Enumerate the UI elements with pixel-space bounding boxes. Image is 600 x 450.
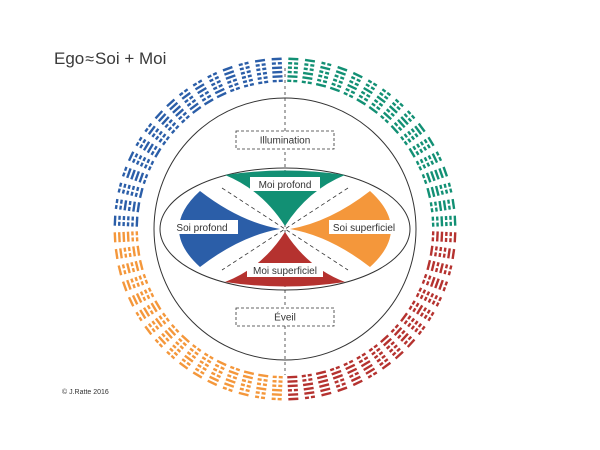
hexagram-mark — [390, 110, 416, 134]
moi-superficiel-label-bg — [247, 263, 323, 277]
hexagram-mark — [192, 79, 214, 106]
moi-profond-label-bg — [250, 177, 320, 191]
eveil-box — [235, 307, 335, 327]
hexagram-mark — [254, 58, 269, 85]
hexagram-mark — [113, 231, 139, 243]
hexagram-mark — [426, 182, 453, 199]
illumination-label: Illumination — [260, 136, 311, 147]
hexagram-mark — [144, 122, 170, 146]
hexagram-mark — [343, 359, 363, 387]
hexagram-mark — [421, 166, 449, 185]
hexagram-mark — [315, 370, 332, 397]
hexagram-mark — [144, 312, 170, 336]
hexagram-mark — [426, 259, 453, 276]
hexagram-mark — [114, 198, 141, 213]
hexagram-mark — [431, 215, 457, 227]
hexagram-mark — [166, 334, 190, 360]
hexagram-mark — [127, 287, 155, 307]
hexagram-mark — [301, 373, 316, 400]
hexagram-mark — [178, 344, 202, 370]
illumination-box — [235, 130, 335, 150]
hexagram-mark — [429, 198, 456, 213]
hexagram-mark — [238, 370, 255, 397]
hexagram-mark — [329, 365, 348, 393]
hexagram-mark — [192, 352, 214, 379]
hexagram-mark — [238, 61, 255, 88]
hexagram-mark — [166, 98, 190, 124]
hexagram-mark — [408, 300, 435, 322]
hexagram-mark — [431, 231, 457, 243]
approx-symbol: ≈ — [85, 51, 95, 68]
hexagram-mark — [287, 375, 299, 401]
hexagram-mark — [135, 300, 162, 322]
hexagram-mark — [117, 182, 144, 199]
hexagram-mark — [329, 65, 348, 93]
hexagram-mark — [356, 79, 378, 106]
hexagram-mark — [178, 88, 202, 114]
hexagram-mark — [421, 273, 449, 292]
hexagram-mark — [390, 324, 416, 348]
hexagram-mark — [114, 245, 141, 260]
soi-superficiel-label-bg — [329, 220, 399, 234]
hexagram-mark — [429, 245, 456, 260]
hexagram-mark — [154, 110, 180, 134]
hexagram-mark — [315, 61, 332, 88]
hexagram-mark — [222, 365, 241, 393]
hexagram-mark — [121, 273, 149, 292]
soi-superficiel-label: Soi superficiel — [333, 223, 395, 234]
eveil-label: Éveil — [274, 311, 296, 324]
soi-profond-label-bg — [166, 220, 238, 234]
hexagram-mark — [408, 136, 435, 158]
title-ego: Ego — [54, 49, 85, 68]
title-formula: Soi + Moi — [95, 49, 167, 68]
hexagram-mark — [254, 373, 269, 400]
copyright-text: © J.Ratte 2016 — [62, 389, 109, 396]
trigram-ring — [113, 57, 457, 401]
hexagram-mark — [415, 151, 443, 171]
hexagram-mark — [271, 57, 283, 83]
hexagram-mark — [117, 259, 144, 276]
hexagram-mark — [287, 57, 299, 83]
hexagram-mark — [380, 334, 404, 360]
hexagram-mark — [271, 375, 283, 401]
hexagram-mark — [368, 88, 392, 114]
hexagram-mark — [222, 65, 241, 93]
hexagram-mark — [127, 151, 155, 171]
hexagram-mark — [135, 136, 162, 158]
moi-profond-label: Moi profond — [259, 180, 312, 191]
hexagram-mark — [207, 71, 227, 99]
soi-profond-label: Soi profond — [176, 223, 227, 234]
hexagram-mark — [368, 344, 392, 370]
hexagram-mark — [400, 312, 426, 336]
hexagram-mark — [207, 359, 227, 387]
hexagram-mark — [400, 122, 426, 146]
moi-superficiel-label: Moi superficiel — [253, 266, 317, 277]
hexagram-mark — [113, 215, 139, 227]
hexagram-mark — [343, 71, 363, 99]
hexagram-mark — [380, 98, 404, 124]
diagram-title: Ego≈Soi + Moi — [54, 49, 166, 69]
hexagram-mark — [356, 352, 378, 379]
hexagram-mark — [154, 324, 180, 348]
hexagram-mark — [121, 166, 149, 185]
hexagram-mark — [415, 287, 443, 307]
hexagram-mark — [301, 58, 316, 85]
